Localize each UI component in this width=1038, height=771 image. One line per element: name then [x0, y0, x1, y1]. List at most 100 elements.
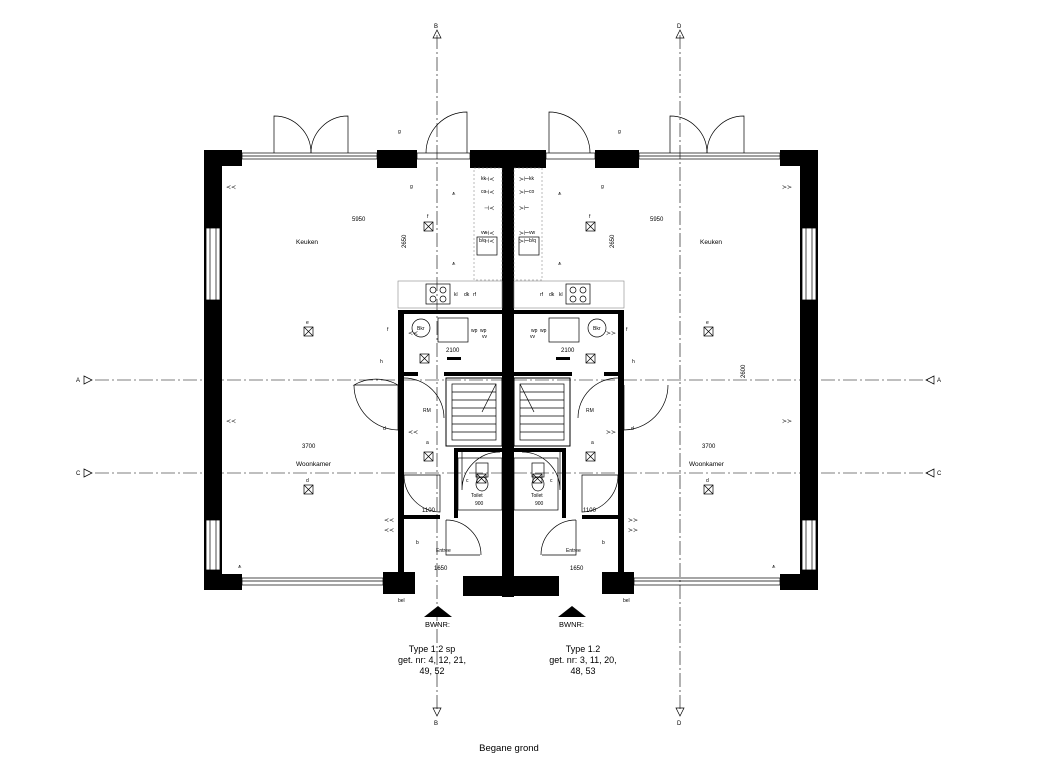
bkr-right: Bkr — [593, 326, 601, 332]
interior-door-swings — [352, 377, 669, 556]
bkr-left: Bkr — [417, 326, 425, 332]
drawing-title: Begane grond — [479, 743, 539, 754]
svg-text:Type 1.2: Type 1.2 — [566, 644, 601, 654]
unit-type-left: Type 1.2 sp get. nr: 4, 12, 21, 49, 52 — [398, 644, 466, 676]
svg-text:kl: kl — [454, 292, 458, 298]
svg-text:D: D — [677, 24, 682, 30]
svg-text:g: g — [398, 129, 401, 135]
dim-1650-left: 1650 — [434, 566, 448, 572]
svg-text:d: d — [631, 426, 634, 432]
svg-text:B: B — [434, 721, 438, 727]
facade-door-swings — [273, 111, 745, 154]
svg-text:BWNR:: BWNR: — [559, 620, 584, 629]
dim-5950-right: 5950 — [650, 217, 664, 223]
dim-2600-left: 2600 — [399, 364, 405, 378]
svg-text:d: d — [306, 478, 309, 484]
entrance-marker-left: BWNR: — [424, 606, 452, 629]
svg-text:≻≻: ≻≻ — [782, 185, 792, 191]
wall-outlet-glyphs: ≺≺ ≺≺ ≻≻ ≻≻ ⊣≺ ⊣≺ ⊣≺ ⊣≺ ⊣≺ ≻⊢ ≻⊢ ≻⊢ ≻⊢ ≻… — [226, 176, 792, 570]
svg-text:h: h — [380, 359, 383, 365]
svg-text:g: g — [410, 184, 413, 190]
svg-text:g: g — [601, 184, 604, 190]
svg-text:49, 52: 49, 52 — [419, 666, 444, 676]
svg-text:≺≺: ≺≺ — [408, 430, 418, 436]
side-windows — [205, 227, 817, 571]
dim-1100-left: 1100 — [422, 508, 436, 514]
dim-900-right: 900 — [535, 501, 544, 507]
dim-5950-left: 5950 — [352, 217, 366, 223]
axis-marker-d-top: D — [675, 24, 685, 39]
svg-text:f: f — [387, 327, 389, 333]
stairs-left — [445, 377, 503, 447]
svg-text:g: g — [618, 129, 621, 135]
svg-text:≻≻: ≻≻ — [606, 430, 616, 436]
svg-text:c: c — [466, 478, 469, 484]
svg-text:⊣≺: ⊣≺ — [484, 230, 494, 237]
svg-text:≻≻: ≻≻ — [782, 419, 792, 425]
svg-text:≻⊢: ≻⊢ — [519, 176, 529, 183]
svg-text:co: co — [529, 189, 535, 195]
dimension-labels: 5950 5950 2650 2650 2600 2600 3700 3700 … — [302, 217, 747, 572]
svg-text:⊣≺: ⊣≺ — [484, 238, 494, 245]
svg-text:vv: vv — [482, 334, 488, 340]
dim-900-left: 900 — [475, 501, 484, 507]
svg-text:≺≺: ≺≺ — [226, 185, 236, 191]
svg-text:dk: dk — [549, 292, 555, 298]
svg-text:⊣≺: ⊣≺ — [484, 176, 494, 183]
room-keuken-left: Keuken — [296, 239, 318, 246]
unit-type-right: Type 1.2 get. nr: 3, 11, 20, 48, 53 — [549, 644, 616, 676]
room-toilet-right: Toilet — [531, 493, 543, 499]
svg-text:vw: vw — [529, 230, 536, 236]
svg-text:≺≺: ≺≺ — [384, 518, 394, 524]
kitchen-counters — [397, 167, 625, 309]
dim-2600-right: 2600 — [741, 364, 747, 378]
svg-text:bel: bel — [623, 598, 630, 604]
axis-marker-b-top: B — [432, 24, 442, 39]
svg-text:kk: kk — [529, 176, 535, 182]
symbol-labels: kk co vw b/q kk co vw b/q kl dk rf rf dk… — [306, 129, 709, 604]
svg-text:≻⊢: ≻⊢ — [519, 230, 529, 237]
dim-1650-right: 1650 — [570, 566, 584, 572]
svg-text:c: c — [550, 478, 553, 484]
svg-text:RM: RM — [586, 408, 594, 414]
dim-3700-left: 3700 — [302, 444, 316, 450]
svg-text:≻≻: ≻≻ — [606, 331, 616, 337]
svg-text:⩚: ⩚ — [452, 261, 456, 267]
entrance-marker-right: BWNR: — [558, 606, 586, 629]
svg-text:⩚: ⩚ — [238, 564, 242, 570]
svg-text:≻⊢: ≻⊢ — [519, 189, 529, 196]
room-woonkamer-right: Woonkamer — [689, 461, 725, 468]
room-labels: Keuken Keuken Woonkamer Woonkamer Toilet… — [296, 239, 725, 554]
svg-text:a: a — [426, 440, 429, 446]
interior-walls-right — [514, 310, 624, 572]
svg-text:f: f — [427, 214, 429, 220]
svg-text:b/q: b/q — [479, 238, 486, 244]
svg-text:kl: kl — [559, 292, 563, 298]
svg-text:b: b — [416, 540, 419, 546]
interior-walls-left — [398, 310, 502, 572]
svg-text:≺≺: ≺≺ — [384, 528, 394, 534]
svg-text:f: f — [626, 327, 628, 333]
svg-text:dk: dk — [464, 292, 470, 298]
svg-text:kk: kk — [481, 176, 487, 182]
svg-text:wp: wp — [540, 328, 547, 334]
svg-text:⊣≺: ⊣≺ — [484, 189, 494, 196]
svg-text:≺≺: ≺≺ — [226, 419, 236, 425]
svg-text:wp: wp — [480, 328, 487, 334]
svg-text:e: e — [706, 320, 709, 326]
svg-text:d: d — [383, 426, 386, 432]
axis-marker-a-right: A — [925, 375, 941, 385]
axis-marker-d-bottom: D — [675, 707, 685, 727]
dim-2100-right: 2100 — [561, 348, 575, 354]
technical-fixtures — [411, 317, 607, 360]
svg-text:D: D — [677, 721, 682, 727]
ceiling-points — [303, 221, 714, 495]
dim-2100-left: 2100 — [446, 348, 460, 354]
svg-text:f: f — [589, 214, 591, 220]
svg-text:48, 53: 48, 53 — [570, 666, 595, 676]
svg-text:get. nr: 3, 11, 20,: get. nr: 3, 11, 20, — [549, 655, 616, 665]
svg-text:e: e — [306, 320, 309, 326]
svg-text:≻⊢: ≻⊢ — [519, 238, 529, 245]
dim-3700-right: 3700 — [702, 444, 716, 450]
